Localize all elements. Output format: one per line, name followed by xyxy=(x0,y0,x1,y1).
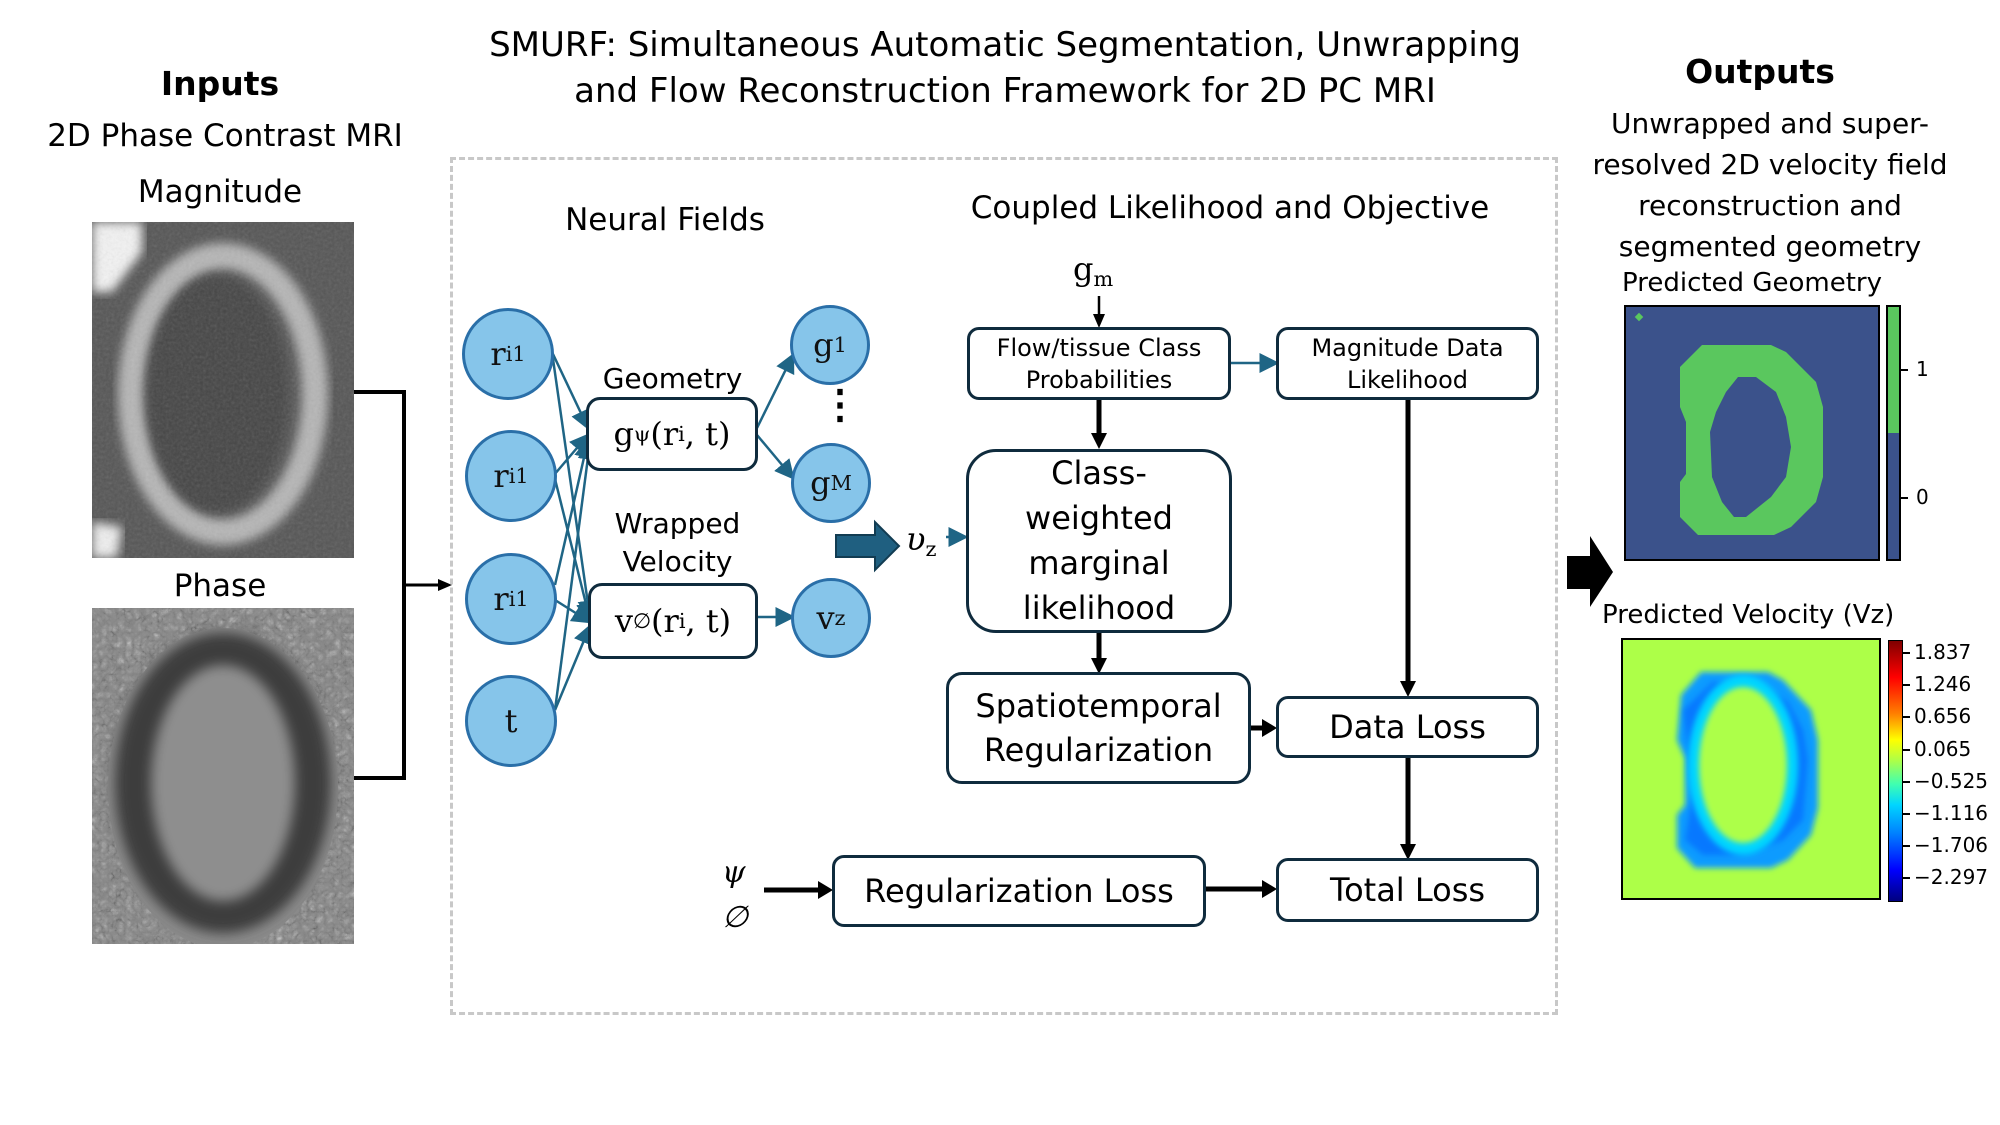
velocity-tick-label-4: −0.525 xyxy=(1914,768,1989,793)
predicted-geometry-map xyxy=(1624,305,1880,561)
ellipsis-vertical: ⋮ xyxy=(820,381,860,428)
param-phi: ∅ xyxy=(722,900,749,935)
outputs-heading: Outputs xyxy=(1685,52,1835,91)
colorbar-segment-1 xyxy=(1888,307,1899,433)
velocity-tick-1 xyxy=(1903,684,1910,687)
velocity-tick-5 xyxy=(1903,813,1910,815)
velocity-tick-3 xyxy=(1903,748,1910,751)
figure-title-line2: and Flow Reconstruction Framework for 2D… xyxy=(574,71,1436,111)
velocity-colorbar xyxy=(1888,640,1903,902)
predicted-geometry-title: Predicted Geometry xyxy=(1622,268,1882,298)
output-arrow xyxy=(1567,536,1613,607)
velocity-tick-6 xyxy=(1903,845,1910,848)
phase-label: Phase xyxy=(173,568,267,604)
velocity-tick-0 xyxy=(1903,652,1910,654)
gm-symbol: gm xyxy=(1073,250,1114,292)
velocity-tick-label-7: −2.297 xyxy=(1914,865,1989,890)
velocity-tick-4 xyxy=(1903,780,1910,783)
velocity-tick-label-1: 1.246 xyxy=(1914,672,1972,697)
inputs-subtitle: 2D Phase Contrast MRI xyxy=(47,118,403,154)
class-weighted-likelihood-box: Class- weighted marginal likelihood xyxy=(966,449,1232,633)
inputs-connector xyxy=(354,390,452,780)
total-loss-box: Total Loss xyxy=(1276,858,1539,922)
phase-image xyxy=(92,608,354,944)
wrapped-velocity-label: Wrapped Velocity xyxy=(614,507,741,578)
outputs-description: Unwrapped and super- resolved 2D velocit… xyxy=(1592,107,1948,263)
data-loss-box: Data Loss xyxy=(1276,696,1539,758)
framework-frame xyxy=(450,157,1558,1015)
vz-symbol: υz xyxy=(906,520,937,562)
velocity-tick-label-5: −1.116 xyxy=(1914,801,1989,825)
teal-flow-arrow xyxy=(835,519,901,573)
velocity-tick-2 xyxy=(1903,716,1910,719)
colorbar-segment-0 xyxy=(1888,433,1899,559)
predicted-velocity-map xyxy=(1621,638,1881,900)
objective-heading: Coupled Likelihood and Objective xyxy=(970,190,1490,226)
velocity-tick-7 xyxy=(1903,877,1910,880)
predicted-velocity-title: Predicted Velocity (Vz) xyxy=(1602,600,1895,630)
input-node-t: t xyxy=(465,675,557,767)
magnitude-label: Magnitude xyxy=(137,174,303,210)
velocity-tick-label-2: 0.656 xyxy=(1914,704,1972,729)
geometry-colorbar xyxy=(1886,305,1901,561)
figure-title-line1: SMURF: Simultaneous Automatic Segmentati… xyxy=(489,25,1521,65)
geometry-tick-1 xyxy=(1901,369,1908,371)
velocity-tick-label-6: −1.706 xyxy=(1914,833,1989,858)
geometry-label: Geometry xyxy=(602,362,743,395)
velocity-tick-label-3: 0.065 xyxy=(1914,736,1972,761)
geometry-tick-label-0: 0 xyxy=(1916,485,1929,509)
figure-title: SMURF: Simultaneous Automatic Segmentati… xyxy=(450,22,1560,114)
geometry-tick-label-1: 1 xyxy=(1916,357,1929,381)
velocity-tick-label-0: 1.837 xyxy=(1914,640,1972,664)
magnitude-image xyxy=(92,222,354,558)
regularization-loss-box: Regularization Loss xyxy=(832,855,1206,927)
neural-fields-heading: Neural Fields xyxy=(565,202,765,238)
inputs-heading: Inputs xyxy=(160,64,280,103)
geometry-tick-0 xyxy=(1901,497,1908,499)
param-psi: ψ xyxy=(722,855,746,890)
